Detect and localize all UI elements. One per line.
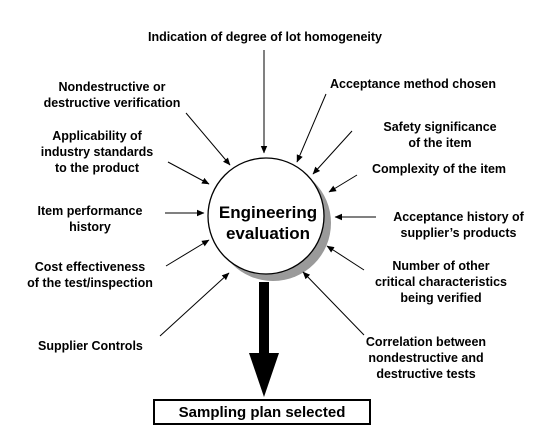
label-lot-homogeneity: Indication of degree of lot homogeneity [147,30,383,44]
label-cost-effectiveness: Cost effectiveness of the test/inspectio… [27,260,153,290]
arrow-applicability [167,161,210,185]
output-arrow-shaft [259,282,269,355]
label-correlation: Correlation between nondestructive and d… [365,335,487,381]
arrow-acceptance-method [296,93,327,163]
evaluation-circle [207,157,325,275]
arrow-safety-significance [312,130,353,175]
label-applicability: Applicability of industry standards to t… [40,129,154,175]
label-safety-significance: Safety significance of the item [383,120,497,150]
center-title-line-2: evaluation [225,224,311,243]
center-title-line-1: Engineering [218,203,318,222]
label-item-performance: Item performance history [37,204,143,234]
label-nondestructive-verification: Nondestructive or destructive verificati… [43,80,181,110]
arrow-correlation [302,271,365,336]
arrow-complexity [328,174,358,193]
arrow-supplier-controls [159,272,230,337]
result-box: Sampling plan selected [153,399,371,425]
arrow-nondestructive-verification [185,112,231,166]
output-arrow-head [249,353,279,397]
center-title: Engineering evaluation [198,202,338,244]
label-acceptance-method: Acceptance method chosen [330,77,497,91]
result-label: Sampling plan selected [178,403,346,421]
label-acceptance-history: Acceptance history of supplier’s product… [393,210,524,240]
label-complexity: Complexity of the item [372,162,507,176]
arrow-cost-effectiveness [165,239,210,267]
label-other-characteristics: Number of other critical characteristics… [374,259,508,305]
label-supplier-controls: Supplier Controls [38,339,143,353]
arrow-other-characteristics [326,245,365,271]
